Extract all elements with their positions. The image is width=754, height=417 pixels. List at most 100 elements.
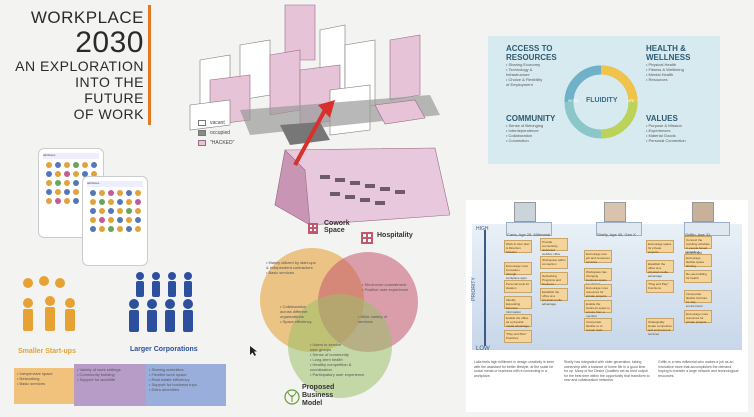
- venn-item: user groups: [310, 347, 332, 352]
- sticky-note: "Plug and Play" Functions: [646, 280, 674, 293]
- quadrant-title-2: WELLNESS: [646, 53, 691, 62]
- persona-header: Shelly, Age 45, Gen X: [596, 222, 642, 237]
- sticky-note: Workspace within connection: [540, 256, 568, 269]
- persona-name: Carla, Age 28, Millennial: [507, 232, 551, 237]
- venn-item: services: [358, 319, 373, 324]
- sticky-note: Work & User plan & Direction Solution: [504, 240, 532, 254]
- persona-photo: [692, 202, 714, 222]
- legend-label: occupied: [210, 130, 231, 136]
- priority-axis: [484, 230, 486, 346]
- sticky-note: Encourage more resources for private pro…: [584, 284, 612, 298]
- title-line-3: AN EXPLORATION: [15, 58, 144, 74]
- model-items: • Users to service user groups • Sense o…: [310, 342, 382, 377]
- small-needs-box: • Inexpensive space • Networking • Basic…: [14, 368, 78, 404]
- sticky-note: Encourage new job and resources services: [584, 250, 612, 264]
- corporations-label: Larger Corporations: [130, 346, 198, 353]
- legend-swatch: [198, 120, 206, 126]
- bullet: • Physical Health: [646, 62, 677, 67]
- bullet: • Personal Connection: [646, 138, 686, 143]
- bullet: • Fitness & Wellbeing: [646, 67, 684, 72]
- sticky-note: "Play and Plan" Practices: [504, 330, 532, 343]
- title-block: WORKPLACE 2030 AN EXPLORATION INTO THE F…: [14, 8, 144, 122]
- hotel-icon: [360, 230, 374, 244]
- proposed-title-2: Business: [302, 392, 334, 399]
- bullet: Infrastructure: [506, 72, 530, 77]
- quadrant-health: HEALTH & WELLNESS • Physical Health • Fi…: [646, 44, 716, 82]
- quadrant-title-2: RESOURCES: [506, 53, 557, 62]
- tablet-right: attributes: [82, 176, 148, 266]
- tablet-header: attributes: [87, 181, 143, 187]
- overlap-left-items: • Collaboration across different organiz…: [280, 304, 328, 324]
- overlap-right-items: • Wide variety of services: [358, 314, 406, 324]
- tablet-header: attributes: [43, 153, 99, 159]
- bullet: • Collaboration: [506, 133, 533, 138]
- persona-name: Griffin, Age 31, Millennial: [685, 232, 712, 255]
- quadrant-title: ACCESS TO: [506, 44, 553, 53]
- bullet: • Technology &: [506, 67, 533, 72]
- cowork-items: • Mainly utilized by start-ups & indepen…: [266, 260, 336, 275]
- persona-header: Carla, Age 28, Millennial: [506, 222, 552, 237]
- sticky-note: Establish the office at a physical media…: [646, 260, 674, 278]
- sticky-note: Identify Expanding Services Information: [504, 296, 532, 314]
- bullet: • Experiences: [646, 128, 671, 133]
- hospitality-items: • Short-term commitment • Positive user …: [362, 282, 418, 292]
- fluidity-panel: FLUIDITY WORK LIFE ACCESS TO RESOURCES •…: [488, 36, 720, 164]
- venn-svg: [260, 248, 418, 398]
- legend-swatch: [198, 140, 206, 146]
- title-line-2: 2030: [75, 26, 144, 59]
- bullet: • Sharing Economy: [506, 62, 541, 67]
- bullet: of Employment: [506, 82, 533, 87]
- hospitality-title: Hospitality: [377, 232, 413, 239]
- sticky-note: Connect the resulting activities in peop…: [684, 236, 712, 258]
- axonometric-diagram: [180, 0, 451, 230]
- axo-legend: vacant occupied "HACKED": [198, 118, 258, 148]
- legend-item-vacant: vacant: [198, 118, 258, 128]
- need-item: • Real estate efficiency: [149, 377, 190, 382]
- venn-item: • Wide variety of: [358, 314, 387, 319]
- legend-item-occupied: occupied: [198, 128, 258, 138]
- persona-caption: Griffin is a new millennial who makes a …: [658, 360, 739, 378]
- sticky-note: Workspace has changing business space fo…: [584, 268, 612, 286]
- venn-item: • Participatory user experience: [310, 372, 365, 377]
- persona-caption: Shelly has integrated with older generat…: [564, 360, 650, 382]
- building-icon: [306, 220, 320, 234]
- need-item: • Basic services: [17, 381, 46, 386]
- axonometric-svg: [189, 4, 451, 226]
- venn-item: organizations: [280, 314, 304, 319]
- venn-diagram: Cowork Space Hospitality • Mainly utiliz…: [250, 220, 420, 410]
- priority-low-label: LOW: [476, 346, 490, 352]
- corporate-people-icon: [129, 272, 193, 332]
- persona-header: Griffin, Age 31, Millennial: [684, 222, 730, 255]
- bullet: • Sense of Belonging: [506, 123, 544, 128]
- work-label: WORK: [568, 99, 579, 103]
- cowork-title-1: Cowork: [324, 220, 350, 227]
- venn-item: & independent contractors: [266, 265, 313, 270]
- venn-item: • Space efficiency: [280, 319, 312, 324]
- legend-item-hacked: "HACKED": [198, 138, 258, 148]
- mouse-cursor-icon: [250, 343, 258, 356]
- quadrant-title: HEALTH &: [646, 44, 686, 53]
- sticky-note: Provide connectivity, dedicated web/fax …: [540, 238, 568, 260]
- venn-item: across different: [280, 309, 308, 314]
- sticky-note: Personal tools for ideation: [504, 280, 532, 293]
- sticky-note: Encourage space for private projects: [646, 240, 674, 254]
- need-item: • Flexible work space: [149, 372, 187, 377]
- priority-axis-label: PRIORITY: [470, 277, 477, 301]
- title-line-5: OF WORK: [73, 106, 144, 122]
- bullet: • Resources: [646, 77, 668, 82]
- legend-label: vacant: [210, 120, 225, 126]
- title-accent-rule: [148, 5, 151, 125]
- startups-figures: [14, 275, 84, 335]
- proposed-title: Proposed Business Model: [302, 384, 334, 408]
- needs-strip: • Inexpensive space • Networking • Basic…: [14, 364, 228, 408]
- sticky-note: Establish the office at a physical media…: [540, 288, 568, 306]
- venn-item: • Positive user experience: [362, 287, 409, 292]
- bullet: • Mental Health: [646, 72, 674, 77]
- proposed-title-3: Model: [302, 400, 323, 407]
- venn-item: • Healthy competition &: [310, 362, 352, 367]
- venn-item: • Long-term health: [310, 357, 343, 362]
- need-item: • Variety of work settings: [77, 367, 121, 372]
- fluidity-ring: [564, 65, 638, 139]
- need-item: • Sharing amenities: [149, 367, 184, 372]
- venn-item: • Mainly utilized by start-ups: [266, 260, 316, 265]
